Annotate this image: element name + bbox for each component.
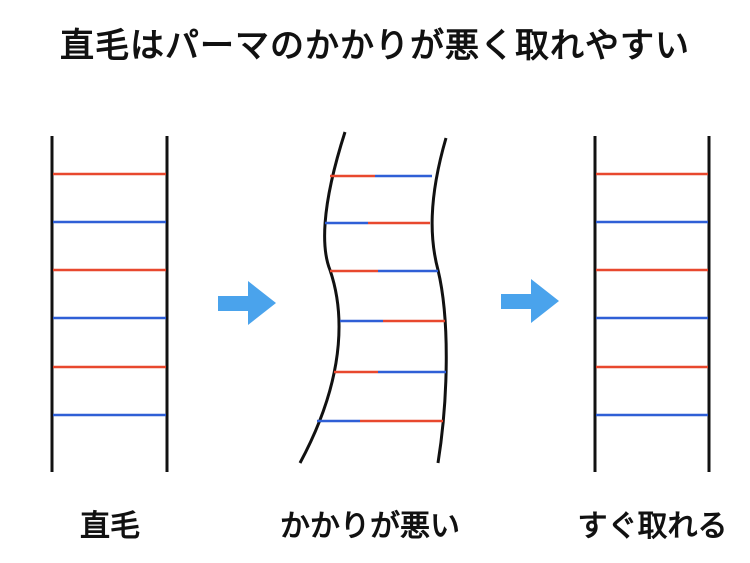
caption-comes-off-quickly: すぐ取れる [577, 509, 728, 544]
right-arrow-icon [501, 279, 559, 323]
stage-reverted-hair [593, 136, 711, 472]
page-title: 直毛はパーマのかかりが悪く取れやすい [60, 26, 690, 66]
caption-straight-hair: 直毛 [80, 509, 140, 544]
right-rail [430, 137, 448, 464]
stage-straight-hair [50, 136, 169, 472]
stage-bent-hair [298, 131, 448, 464]
left-rail [298, 131, 347, 464]
right-arrow-icon [218, 281, 276, 325]
caption-poor-hold: かかりが悪い [280, 509, 460, 544]
